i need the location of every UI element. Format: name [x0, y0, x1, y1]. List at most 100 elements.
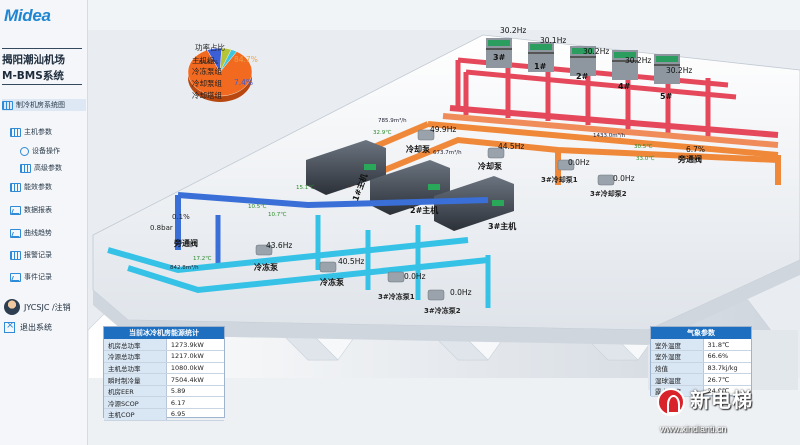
standby-chilled-pump-2[interactable]: 3#冷冻泵2 — [424, 307, 461, 315]
nav-item-advanced-params[interactable]: 高级参数 — [20, 163, 62, 173]
chilled-pump-1-label[interactable]: 冷冻泵 — [254, 263, 278, 272]
exit-system-button[interactable]: 退出系统 — [4, 320, 52, 333]
standby-chilled-pump-2-hz: 0.0Hz — [450, 288, 472, 297]
tower-4-label[interactable]: 4# — [618, 82, 631, 91]
bypass-valve-right[interactable]: 旁通阀 — [678, 155, 702, 164]
grid-icon — [10, 182, 21, 192]
tower-2-label[interactable]: 2# — [576, 72, 589, 81]
nav-label: 高级参数 — [34, 164, 62, 172]
tower-1-label[interactable]: 1# — [534, 62, 547, 71]
nav-label: 主机参数 — [24, 128, 52, 136]
power-pie-chart — [187, 47, 253, 102]
temp-cw-return-1: 33.0℃ — [636, 156, 655, 162]
bypass-valve-left[interactable]: 旁通阀 — [174, 239, 198, 248]
nav-item-trends[interactable]: 曲线趋势 — [10, 228, 52, 238]
nav-label: 制冷机房系统图 — [16, 101, 65, 109]
chilled-flow: 842.8m³/h — [170, 265, 199, 271]
power-row-value: 7.4% — [234, 78, 254, 87]
tower-5-label[interactable]: 5# — [660, 92, 673, 101]
power-row-value: 84.7% — [234, 55, 258, 64]
standby-cooling-pump-2-hz: 0.0Hz — [613, 174, 635, 183]
nav-item-device-operation[interactable]: 设备操作 — [20, 146, 60, 156]
nav-item-reports[interactable]: 数据报表 — [10, 205, 52, 215]
sidebar: Midea 揭阳潮汕机场 M-BMS系统 制冷机房系统图 主机参数 设备操作 高… — [0, 0, 88, 445]
power-row-label: 冷却泵组 — [192, 79, 222, 88]
chiller-plant-diagram: 功率占比 主机组 84.7% 冷冻泵组 冷却泵组 7.4% 冷却塔组 84.67… — [88, 0, 800, 445]
cooling-pump-2-hz: 44.5Hz — [498, 142, 525, 151]
chiller-2-label[interactable]: 2#主机 — [410, 206, 439, 215]
power-row-cooling-pumps: 冷却泵组 7.4% — [192, 78, 272, 89]
site-title: 揭阳潮汕机场 — [2, 54, 65, 66]
grid-icon — [10, 250, 21, 260]
temp-chw-branch: 17.2℃ — [193, 256, 212, 262]
condenser-flow: 1433.0m³/h — [593, 133, 626, 139]
nav-label: 能效参数 — [24, 183, 52, 191]
watermark-text: 新电梯 — [690, 388, 753, 412]
power-row-label: 冷却塔组 — [192, 91, 222, 100]
avatar — [4, 299, 20, 315]
power-row-towers: 冷却塔组 — [192, 90, 272, 101]
standby-cooling-pump-1-hz: 0.0Hz — [568, 158, 590, 167]
chiller-3-label[interactable]: 3#主机 — [488, 222, 517, 231]
cooling-flow-1: 785.9m³/h — [378, 118, 407, 124]
tower-1-hz: 30.1Hz — [540, 36, 567, 45]
power-share-title: 功率占比 — [195, 43, 225, 52]
chilled-pump-2-label[interactable]: 冷冻泵 — [320, 278, 344, 287]
temp-chw-return: 15.1℃ — [296, 185, 315, 191]
tower-3-label[interactable]: 3# — [493, 53, 506, 62]
nav-item-system-diagram[interactable]: 制冷机房系统图 — [2, 99, 86, 111]
nav-label: 数据报表 — [24, 206, 52, 214]
standby-cooling-pump-2[interactable]: 3#冷却泵2 — [590, 190, 627, 198]
weather-table-title: 气象参数 — [651, 327, 751, 339]
temp-cw-supply: 30.5℃ — [634, 144, 653, 150]
chart-icon — [10, 228, 21, 238]
nav-label: 报警记录 — [24, 251, 52, 259]
pump-units — [255, 129, 615, 301]
chilled-pump-1-hz: 43.6Hz — [266, 241, 293, 250]
grid-icon — [10, 127, 21, 137]
temp-chw-supply: 10.5℃ — [248, 204, 267, 210]
screen-icon — [2, 100, 13, 110]
title-divider — [2, 84, 82, 85]
nav-label: 曲线趋势 — [24, 229, 52, 237]
cooling-pump-1-label[interactable]: 冷却泵 — [406, 145, 430, 154]
tower-4-hz: 30.2Hz — [625, 56, 652, 65]
nav-item-efficiency[interactable]: 能效参数 — [10, 182, 52, 192]
exit-icon — [4, 320, 15, 333]
cooling-flow-2: 673.7m³/h — [433, 150, 462, 156]
standby-cooling-pump-1[interactable]: 3#冷却泵1 — [541, 176, 578, 184]
tower-5-hz: 30.2Hz — [666, 66, 693, 75]
nav-item-chiller-params[interactable]: 主机参数 — [10, 127, 52, 137]
cooling-pump-2-label[interactable]: 冷却泵 — [478, 162, 502, 171]
gear-icon — [20, 146, 29, 156]
chart-icon — [10, 205, 21, 215]
title-divider — [2, 48, 82, 49]
power-row-chillers: 主机组 84.7% — [192, 55, 272, 66]
pie-label: 84.67% — [199, 60, 219, 66]
watermark-url: www.xindianti.cn — [660, 424, 727, 434]
nav-item-alarms[interactable]: 报警记录 — [10, 250, 52, 260]
watermark-logo-icon — [657, 388, 685, 416]
chilled-pump-2-hz: 40.5Hz — [338, 257, 365, 266]
pie-slice — [219, 49, 238, 73]
temp-cw-return-2: 32.9℃ — [373, 130, 392, 136]
pie-slice — [187, 49, 253, 97]
nav-label: 事件记录 — [24, 273, 52, 281]
standby-chilled-pump-1[interactable]: 3#冷冻泵1 — [378, 293, 415, 301]
chilled-pressure: 0.8bar — [150, 224, 173, 232]
nav-item-events[interactable]: 事件记录 — [10, 272, 52, 282]
user-logout-link[interactable]: JYCSJC /注销 — [24, 303, 71, 312]
nav-label: 设备操作 — [32, 147, 60, 155]
